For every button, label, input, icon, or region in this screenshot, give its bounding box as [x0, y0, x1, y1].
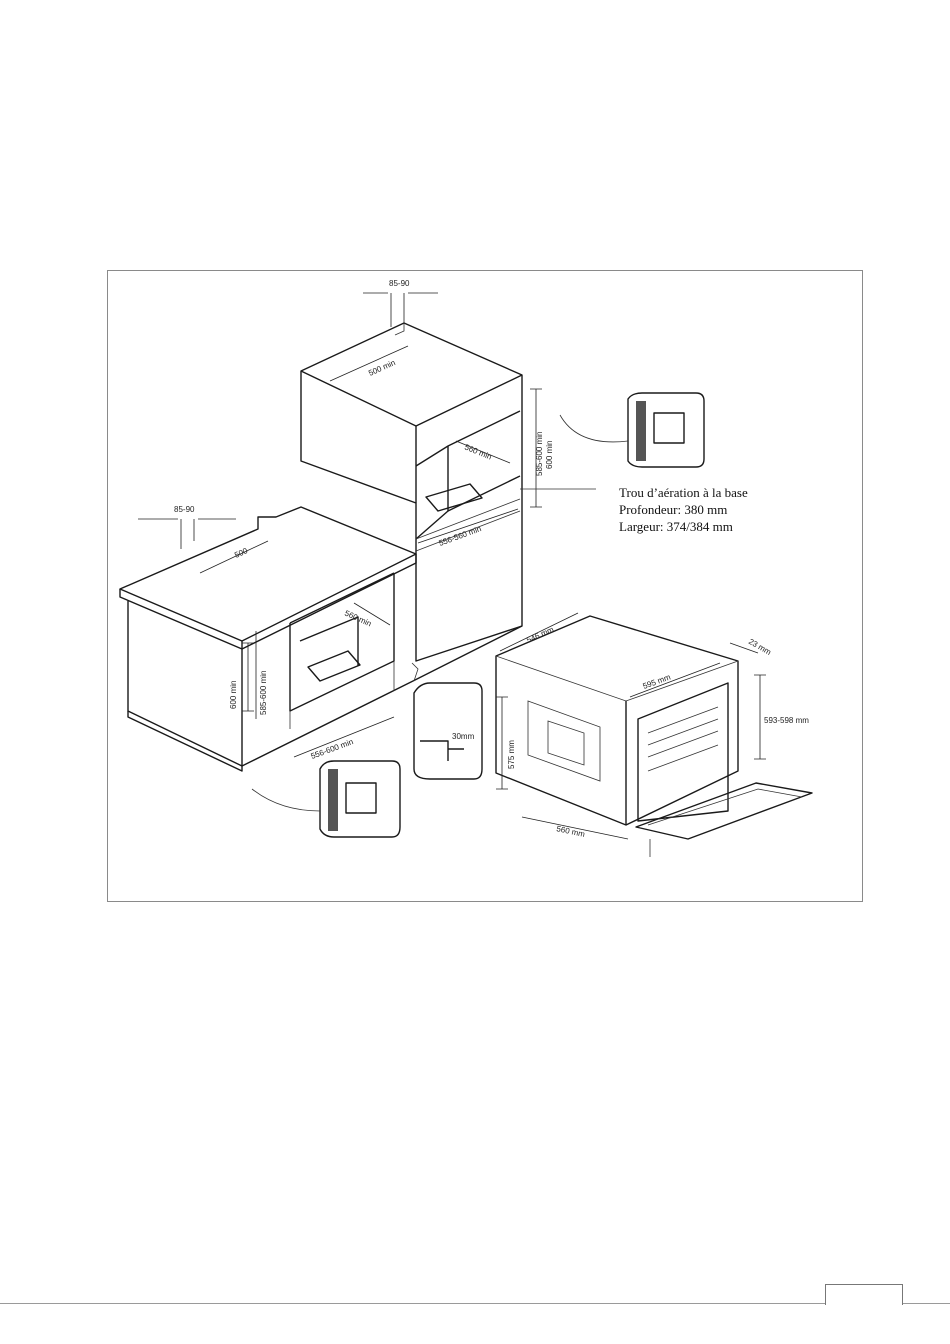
vent-note-line-3: Largeur: 374/384 mm	[619, 518, 748, 535]
label-oven-height-front: 593-598 mm	[764, 716, 809, 725]
page-number-tab	[825, 1284, 903, 1305]
callout-top-right	[560, 393, 704, 467]
label-depth-top: 500 min	[367, 358, 397, 378]
label-niche-height-top-2: 600 min	[545, 441, 554, 469]
vent-hole-note: Trou d’aération à la base Profondeur: 38…	[619, 484, 748, 535]
label-plinth-gap: 30mm	[452, 732, 475, 741]
dimension-lines	[138, 293, 596, 757]
oven-dimension-lines	[496, 613, 766, 839]
label-oven-width-base: 560 mm	[556, 824, 586, 839]
installation-diagram: 85-90 500 min 85-90 500 560 min 585-600 …	[107, 270, 863, 902]
vent-note-line-2: Profondeur: 380 mm	[619, 501, 748, 518]
dimension-labels: 85-90 500 min 85-90 500 560 min 585-600 …	[174, 279, 809, 839]
diagram-drawing: 85-90 500 min 85-90 500 560 min 585-600 …	[108, 271, 864, 903]
tall-cabinet	[301, 323, 522, 661]
label-niche-height-low: 600 min	[229, 681, 238, 709]
label-oven-front: 23 mm	[747, 637, 773, 657]
label-niche-depth-top: 560 min	[463, 443, 493, 462]
callout-bottom-left	[252, 761, 400, 837]
vent-note-line-1: Trou d’aération à la base	[619, 484, 748, 501]
callout-plinth	[412, 663, 482, 779]
label-oven-width: 595 mm	[642, 672, 673, 690]
label-niche-height-low-2: 585-600 min	[259, 671, 268, 715]
label-niche-height-top: 585-600 min	[535, 432, 544, 476]
label-oven-depth: 546 mm	[525, 625, 555, 645]
label-oven-height-side: 575 mm	[507, 740, 516, 769]
label-depth-left: 500	[233, 546, 249, 560]
footer-rule	[0, 1303, 950, 1304]
label-gap-top: 85-90	[389, 279, 410, 288]
label-gap-left: 85-90	[174, 505, 195, 514]
label-niche-width-low: 556-600 min	[310, 737, 355, 761]
